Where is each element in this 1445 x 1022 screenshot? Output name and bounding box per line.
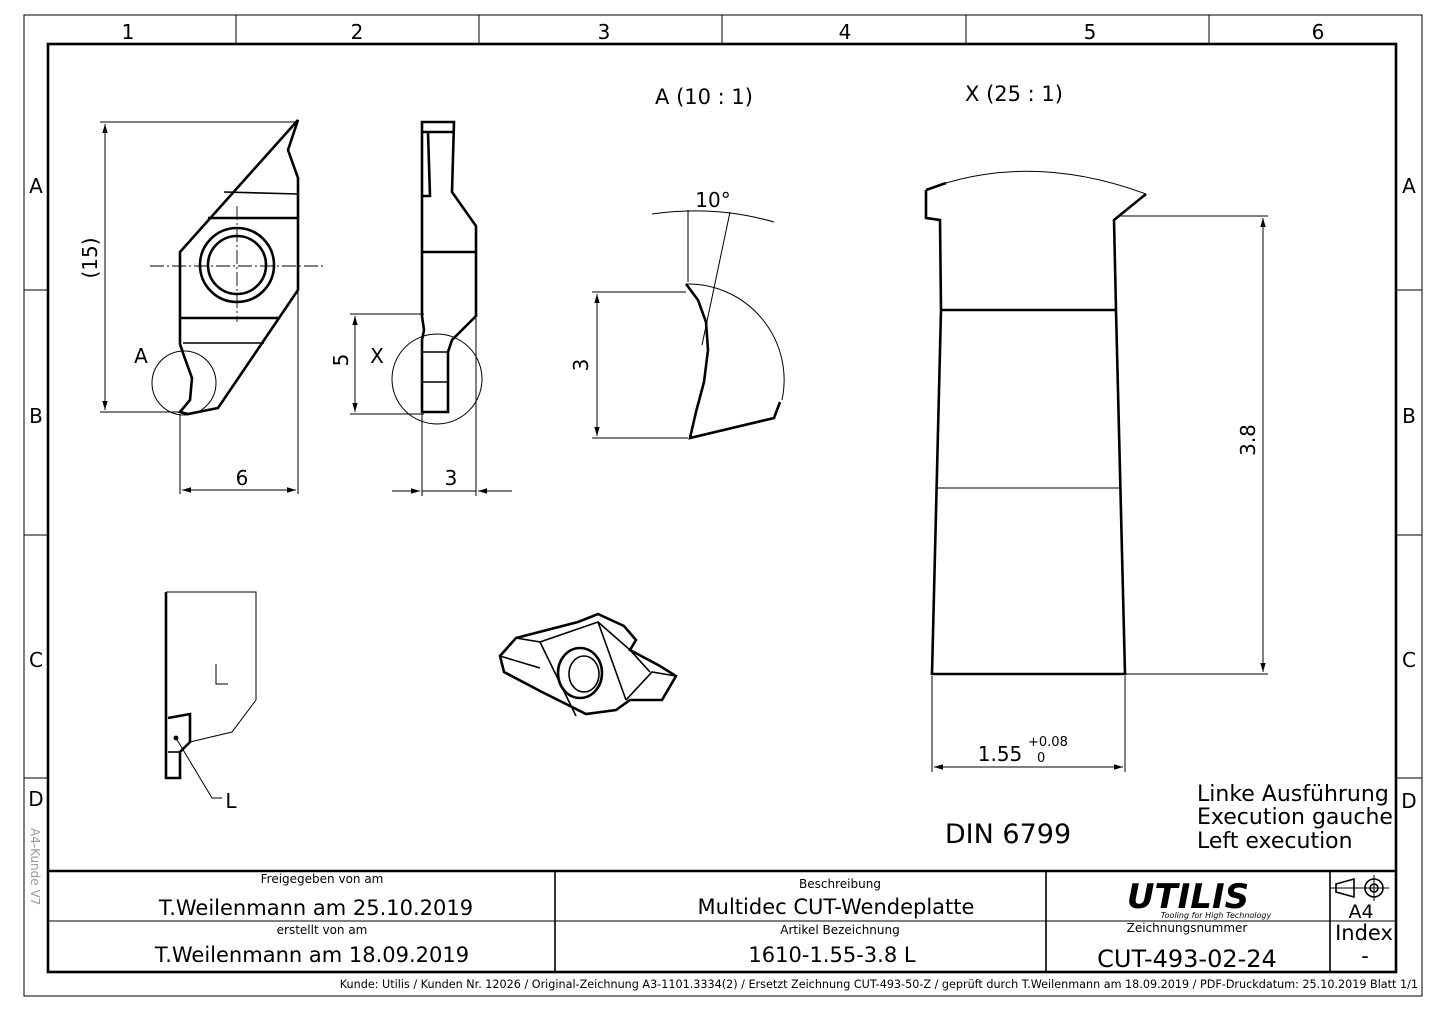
company-tagline: Tooling for High Technology bbox=[1161, 911, 1272, 920]
drawing-no-value: CUT-493-02-24 bbox=[1097, 945, 1277, 973]
title-block bbox=[48, 869, 1396, 972]
detail-x-callout: X bbox=[370, 344, 384, 368]
detail-x-title: X (25 : 1) bbox=[965, 82, 1063, 106]
dim-height-5-label: 5 bbox=[329, 354, 353, 367]
detail-a-callout: A bbox=[134, 344, 148, 368]
zone-row-a-right: A bbox=[1402, 174, 1416, 198]
dim-detail-a-height bbox=[592, 291, 688, 439]
released-value: T.Weilenmann am 25.10.2019 bbox=[158, 896, 473, 920]
created-value: T.Weilenmann am 18.09.2019 bbox=[154, 943, 469, 967]
index-label: Index bbox=[1335, 921, 1393, 945]
detail-x-view bbox=[924, 170, 1147, 676]
zone-row-d-right: D bbox=[1401, 789, 1416, 813]
dim-detail-x-width bbox=[931, 676, 1126, 772]
zone-row-b-left: B bbox=[29, 404, 43, 428]
standard-label: DIN 6799 bbox=[945, 819, 1071, 850]
index-value: - bbox=[1361, 944, 1369, 968]
hand-indicator-view bbox=[164, 591, 257, 799]
dim-width-3 bbox=[392, 318, 512, 496]
dim-width-6-label: 6 bbox=[236, 466, 249, 490]
dim-height-15 bbox=[100, 121, 296, 413]
zone-col-3: 3 bbox=[598, 20, 611, 44]
released-label: Freigegeben von am bbox=[261, 872, 384, 886]
dim-height-15-label: (15) bbox=[78, 237, 102, 278]
hand-leader-label: L bbox=[225, 789, 237, 813]
detail-a-angle-label: 10° bbox=[695, 188, 730, 212]
created-label: erstellt von am bbox=[277, 923, 368, 937]
dim-detail-x-height bbox=[1118, 215, 1268, 675]
article-label: Artikel Bezeichnung bbox=[780, 923, 900, 937]
dim-width-6 bbox=[179, 292, 299, 494]
description-value: Multidec CUT-Wendeplatte bbox=[698, 895, 975, 919]
company-logo: UTILIS bbox=[1127, 877, 1249, 917]
zone-col-2: 2 bbox=[351, 20, 364, 44]
drawing-no-label: Zeichnungsnummer bbox=[1127, 921, 1248, 935]
zone-row-c-left: C bbox=[29, 648, 43, 672]
dim-detail-x-height-label: 3.8 bbox=[1236, 424, 1260, 456]
zone-col-6: 6 bbox=[1312, 20, 1325, 44]
projection-symbol-icon bbox=[1330, 875, 1389, 901]
execution-note-en: Left execution bbox=[1197, 829, 1353, 854]
dim-detail-x-tol-upper: +0.08 bbox=[1028, 735, 1068, 750]
article-value: 1610-1.55-3.8 L bbox=[748, 943, 915, 967]
zone-row-c-right: C bbox=[1402, 648, 1416, 672]
execution-note-de: Linke Ausführung bbox=[1197, 782, 1389, 807]
detail-a-title: A (10 : 1) bbox=[655, 85, 753, 109]
zone-row-a-left: A bbox=[29, 174, 43, 198]
dim-detail-x-tol-lower: 0 bbox=[1037, 751, 1045, 766]
insert-isometric-view bbox=[498, 612, 678, 717]
sheet-template-label: A4-Kunde V7 bbox=[28, 828, 42, 905]
insert-front-view bbox=[150, 119, 326, 416]
zone-col-1: 1 bbox=[122, 20, 135, 44]
sheet-frame bbox=[23, 14, 1423, 997]
dim-height-5 bbox=[350, 313, 424, 415]
zone-row-d-left: D bbox=[28, 787, 43, 811]
dim-detail-x-width-label: 1.55 bbox=[978, 742, 1023, 766]
detail-a-view bbox=[651, 210, 785, 440]
zone-row-b-right: B bbox=[1402, 404, 1416, 428]
dim-width-3-label: 3 bbox=[445, 466, 458, 490]
zone-col-5: 5 bbox=[1084, 20, 1097, 44]
dim-detail-a-height-label: 3 bbox=[569, 359, 593, 372]
footer-note: Kunde: Utilis / Kunden Nr. 12026 / Origi… bbox=[340, 978, 1418, 991]
insert-side-view bbox=[391, 120, 483, 425]
zone-col-4: 4 bbox=[839, 20, 852, 44]
execution-note-fr: Execution gauche bbox=[1197, 805, 1393, 830]
sheet-format: A4 bbox=[1348, 901, 1373, 923]
description-label: Beschreibung bbox=[799, 877, 881, 891]
